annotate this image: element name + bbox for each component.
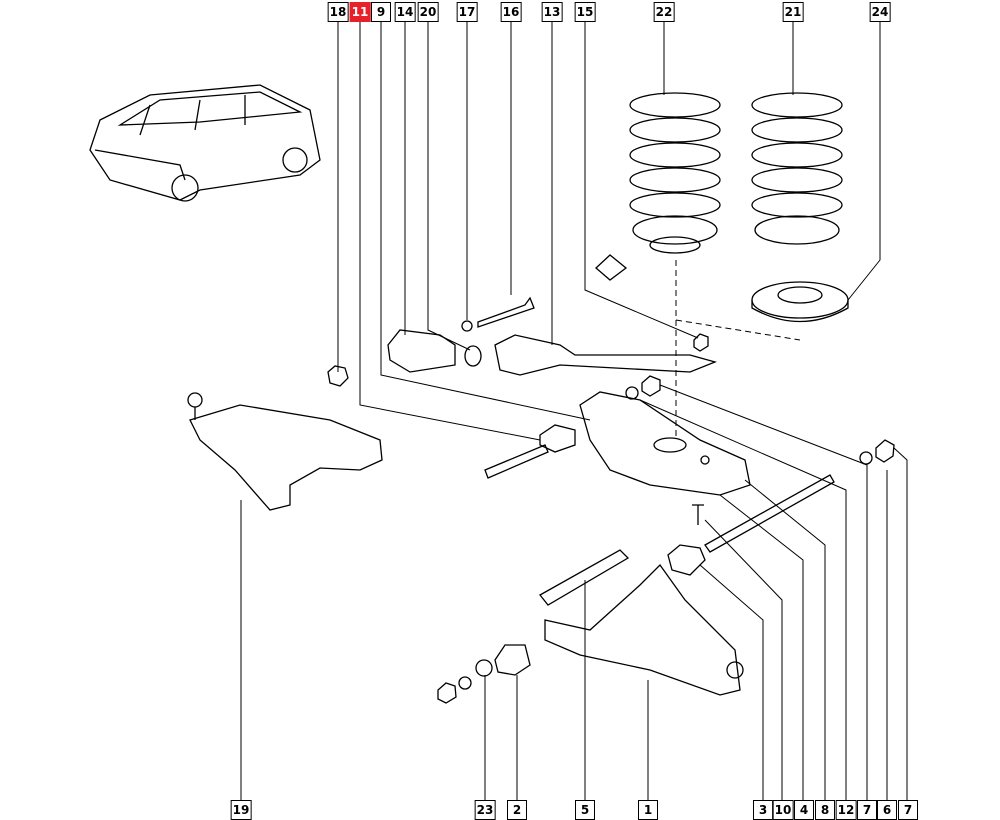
coil-spring-21 (751, 92, 843, 245)
callout-12[interactable]: 12 (835, 800, 857, 820)
callout-4[interactable]: 4 (794, 800, 814, 820)
lower-arm-1 (544, 563, 744, 696)
callout-2[interactable]: 2 (507, 800, 527, 820)
nut (437, 682, 457, 704)
upper-arm (579, 391, 751, 496)
spring-pad-icon (595, 254, 628, 281)
washer (625, 386, 639, 400)
callout-5[interactable]: 5 (575, 800, 595, 820)
callout-24[interactable]: 24 (869, 2, 891, 22)
lower-arm-19 (187, 392, 383, 511)
bushing-3 (667, 544, 706, 576)
callout-23[interactable]: 23 (474, 800, 496, 820)
callout-13[interactable]: 13 (541, 2, 563, 22)
washer-23 (475, 659, 493, 677)
callout-14[interactable]: 14 (394, 2, 416, 22)
nut-18 (327, 365, 349, 387)
callout-16[interactable]: 16 (500, 2, 522, 22)
callout-19[interactable]: 19 (230, 800, 252, 820)
callout-21[interactable]: 21 (782, 2, 804, 22)
callout-6[interactable]: 6 (877, 800, 897, 820)
callout-9[interactable]: 9 (371, 2, 391, 22)
callout-20[interactable]: 20 (417, 2, 439, 22)
nut-15 (693, 333, 709, 352)
callout-17[interactable]: 17 (456, 2, 478, 22)
callout-7b[interactable]: 7 (898, 800, 918, 820)
nut (641, 375, 661, 397)
screw-10 (692, 504, 704, 525)
washer-7 (859, 451, 873, 465)
bushing-11 (484, 424, 576, 479)
bushing-2 (494, 644, 531, 676)
callout-7[interactable]: 7 (857, 800, 877, 820)
callout-15[interactable]: 15 (574, 2, 596, 22)
washer (458, 676, 472, 690)
coil-spring-22 (629, 92, 721, 254)
bolt-16 (477, 296, 535, 328)
callout-22[interactable]: 22 (653, 2, 675, 22)
rod-12 (704, 474, 835, 553)
callout-11-highlighted[interactable]: 11 (349, 2, 371, 22)
spring-seat-24 (751, 281, 849, 323)
bushing-14 (387, 329, 482, 373)
callout-10[interactable]: 10 (772, 800, 794, 820)
tie-rod-13 (494, 334, 718, 376)
washer-17 (461, 320, 473, 332)
callout-1[interactable]: 1 (638, 800, 658, 820)
callout-18[interactable]: 18 (327, 2, 349, 22)
callout-8[interactable]: 8 (815, 800, 835, 820)
nut-6 (875, 439, 895, 463)
pin-5 (539, 549, 630, 606)
vehicle-illustration (89, 84, 321, 202)
callout-3[interactable]: 3 (753, 800, 773, 820)
leader-lines (240, 22, 908, 800)
